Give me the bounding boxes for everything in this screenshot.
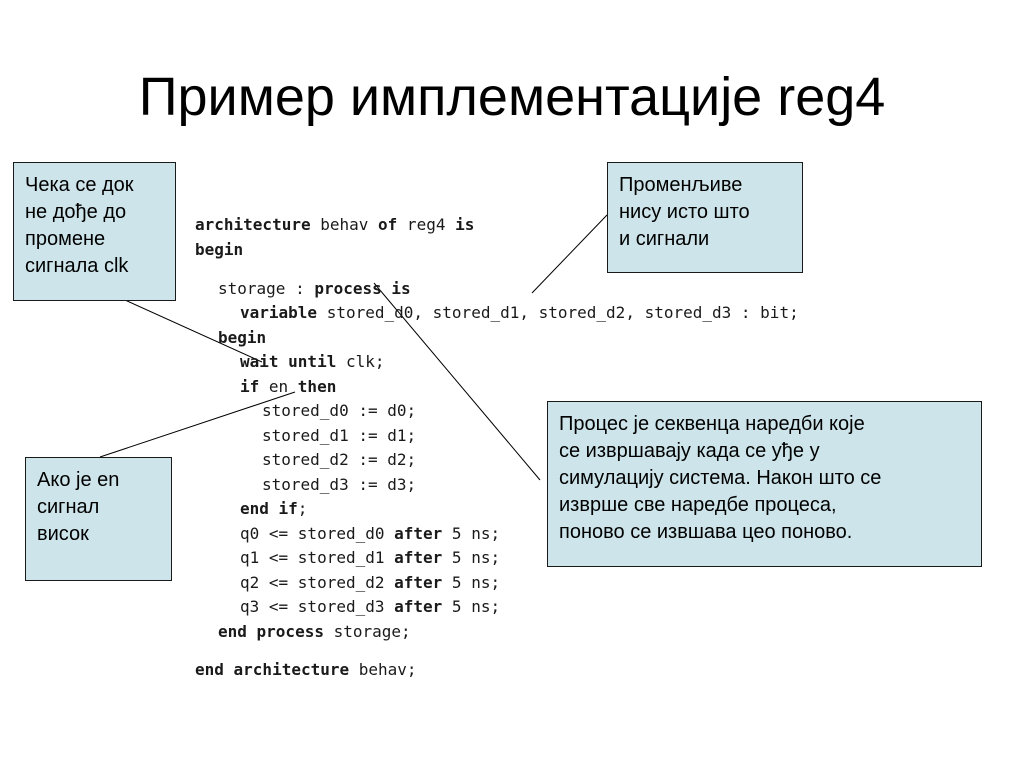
callout-line: Чека се док [25, 174, 134, 196]
code-line: architecture behav of reg4 is [195, 215, 474, 235]
code-keyword: begin [218, 328, 267, 347]
code-line: end if; [240, 499, 307, 519]
code-text: reg4 [397, 215, 456, 234]
code-keyword: process is [314, 279, 411, 298]
code-text: en [259, 377, 298, 396]
callout-line: сигнала clk [25, 255, 129, 277]
code-keyword: end architecture [195, 660, 350, 679]
code-text: storage : [218, 279, 315, 298]
code-line: q3 <= stored_d3 after 5 ns; [240, 597, 500, 617]
code-keyword: wait until [240, 352, 337, 371]
callout-line: сигнал [37, 496, 100, 518]
leader-variables [531, 214, 608, 294]
code-line: stored_d2 := d2; [262, 450, 416, 470]
code-keyword: variable [240, 303, 318, 322]
callout-line: симулацију система. Након што се [559, 467, 882, 489]
code-line: variable stored_d0, stored_d1, stored_d2… [240, 303, 799, 323]
code-line: end process storage; [218, 622, 411, 642]
code-text: stored_d0, stored_d1, stored_d2, stored_… [317, 303, 799, 322]
code-line: storage : process is [218, 279, 411, 299]
code-keyword: end if [240, 499, 298, 518]
code-keyword: architecture [195, 215, 311, 234]
code-keyword: after [394, 597, 443, 616]
code-text: behav [310, 215, 379, 234]
callout-line: нису исто што [619, 201, 750, 223]
callout-line: висок [37, 523, 89, 545]
code-text: 5 ns; [442, 524, 501, 543]
code-line: stored_d0 := d0; [262, 401, 416, 421]
code-line: begin [195, 240, 243, 260]
code-text: 5 ns; [442, 597, 501, 616]
code-line: stored_d3 := d3; [262, 475, 416, 495]
code-text: stored_d2 := d2; [262, 450, 417, 469]
code-line: begin [218, 328, 266, 348]
callout-wait-clk: Чека се док не дође до промене сигнала c… [13, 162, 176, 301]
callout-line: Ако је en [37, 469, 120, 491]
code-text: stored_d3 := d3; [262, 475, 417, 494]
code-text: clk; [336, 352, 385, 371]
code-keyword: if [240, 377, 260, 396]
callout-line: и сигнали [619, 228, 710, 250]
code-line: q2 <= stored_d2 after 5 ns; [240, 573, 500, 593]
callout-line: поново се извшава цео поново. [559, 521, 853, 543]
callout-variables: Променљиве нису исто што и сигнали [607, 162, 803, 273]
code-text: q0 <= stored_d0 [240, 524, 395, 543]
callout-line: се извршавају када се уђе у [559, 440, 820, 462]
callout-line: промене [25, 228, 106, 250]
leader-wait [124, 299, 263, 363]
code-keyword: then [297, 377, 337, 396]
callout-line: изврше све наредбе процеса, [559, 494, 837, 516]
code-keyword: begin [195, 240, 244, 259]
leader-process [373, 282, 541, 481]
code-text: storage; [323, 622, 411, 641]
code-text: 5 ns; [442, 548, 501, 567]
code-line: q1 <= stored_d1 after 5 ns; [240, 548, 500, 568]
code-keyword: is [455, 215, 475, 234]
code-line: stored_d1 := d1; [262, 426, 416, 446]
code-text: stored_d1 := d1; [262, 426, 417, 445]
code-keyword: end process [218, 622, 324, 641]
code-line: end architecture behav; [195, 660, 417, 680]
code-text: stored_d0 := d0; [262, 401, 417, 420]
code-keyword: of [378, 215, 398, 234]
code-text: q3 <= stored_d3 [240, 597, 395, 616]
code-line: q0 <= stored_d0 after 5 ns; [240, 524, 500, 544]
code-keyword: after [394, 524, 443, 543]
code-keyword: after [394, 573, 443, 592]
callout-line: Процес је секвенца наредби које [559, 413, 865, 435]
code-keyword: after [394, 548, 443, 567]
code-text: ; [297, 499, 308, 518]
slide-title: Пример имплементације reg4 [138, 67, 886, 127]
code-text: q1 <= stored_d1 [240, 548, 395, 567]
callout-process: Процес је секвенца наредби које се изврш… [547, 401, 982, 567]
code-text: behav; [349, 660, 417, 679]
leader-enable [99, 391, 296, 458]
code-line: wait until clk; [240, 352, 385, 372]
callout-line: не дође до [25, 201, 127, 223]
code-text: 5 ns; [442, 573, 501, 592]
callout-enable: Ако је en сигнал висок [25, 457, 172, 581]
callout-line: Променљиве [619, 174, 743, 196]
code-line: if en then [240, 377, 336, 397]
code-text: q2 <= stored_d2 [240, 573, 395, 592]
